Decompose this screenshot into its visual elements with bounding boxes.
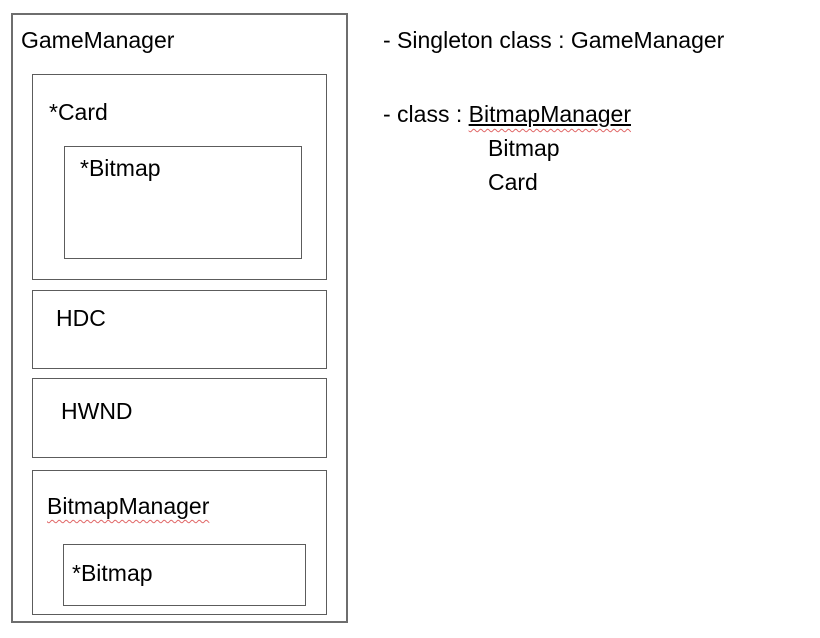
note-singleton-line: - Singleton class : GameManager (383, 27, 725, 53)
card-label: *Card (49, 99, 108, 125)
bitmap-manager-label-text: BitmapManager (47, 493, 210, 519)
note-class-block: - class : BitmapManager Bitmap Card (383, 97, 631, 199)
card-box: *Card *Bitmap (32, 74, 327, 280)
hdc-box: HDC (32, 290, 327, 369)
card-bitmap-label: *Bitmap (80, 155, 161, 181)
hdc-label: HDC (56, 305, 106, 331)
bitmap-manager-bitmap-box: *Bitmap (63, 544, 306, 606)
game-manager-box: GameManager *Card *Bitmap HDC HWND Bitma… (11, 13, 348, 623)
note-class-name-text: BitmapManager (468, 101, 631, 127)
hwnd-label: HWND (61, 398, 133, 424)
bitmap-manager-box: BitmapManager *Bitmap (32, 470, 327, 615)
note-bitmap-line: Bitmap (488, 135, 560, 161)
game-manager-label: GameManager (21, 27, 175, 53)
card-bitmap-box: *Bitmap (64, 146, 302, 259)
note-card-line: Card (488, 169, 538, 195)
note-class-line: - class : BitmapManager (383, 97, 631, 131)
hwnd-box: HWND (32, 378, 327, 458)
bitmap-manager-label: BitmapManager (47, 489, 209, 523)
note-class-prefix: - class : (383, 101, 469, 127)
note-class-name-underlined: BitmapManager (469, 101, 631, 127)
bitmap-manager-bitmap-label: *Bitmap (72, 560, 153, 586)
